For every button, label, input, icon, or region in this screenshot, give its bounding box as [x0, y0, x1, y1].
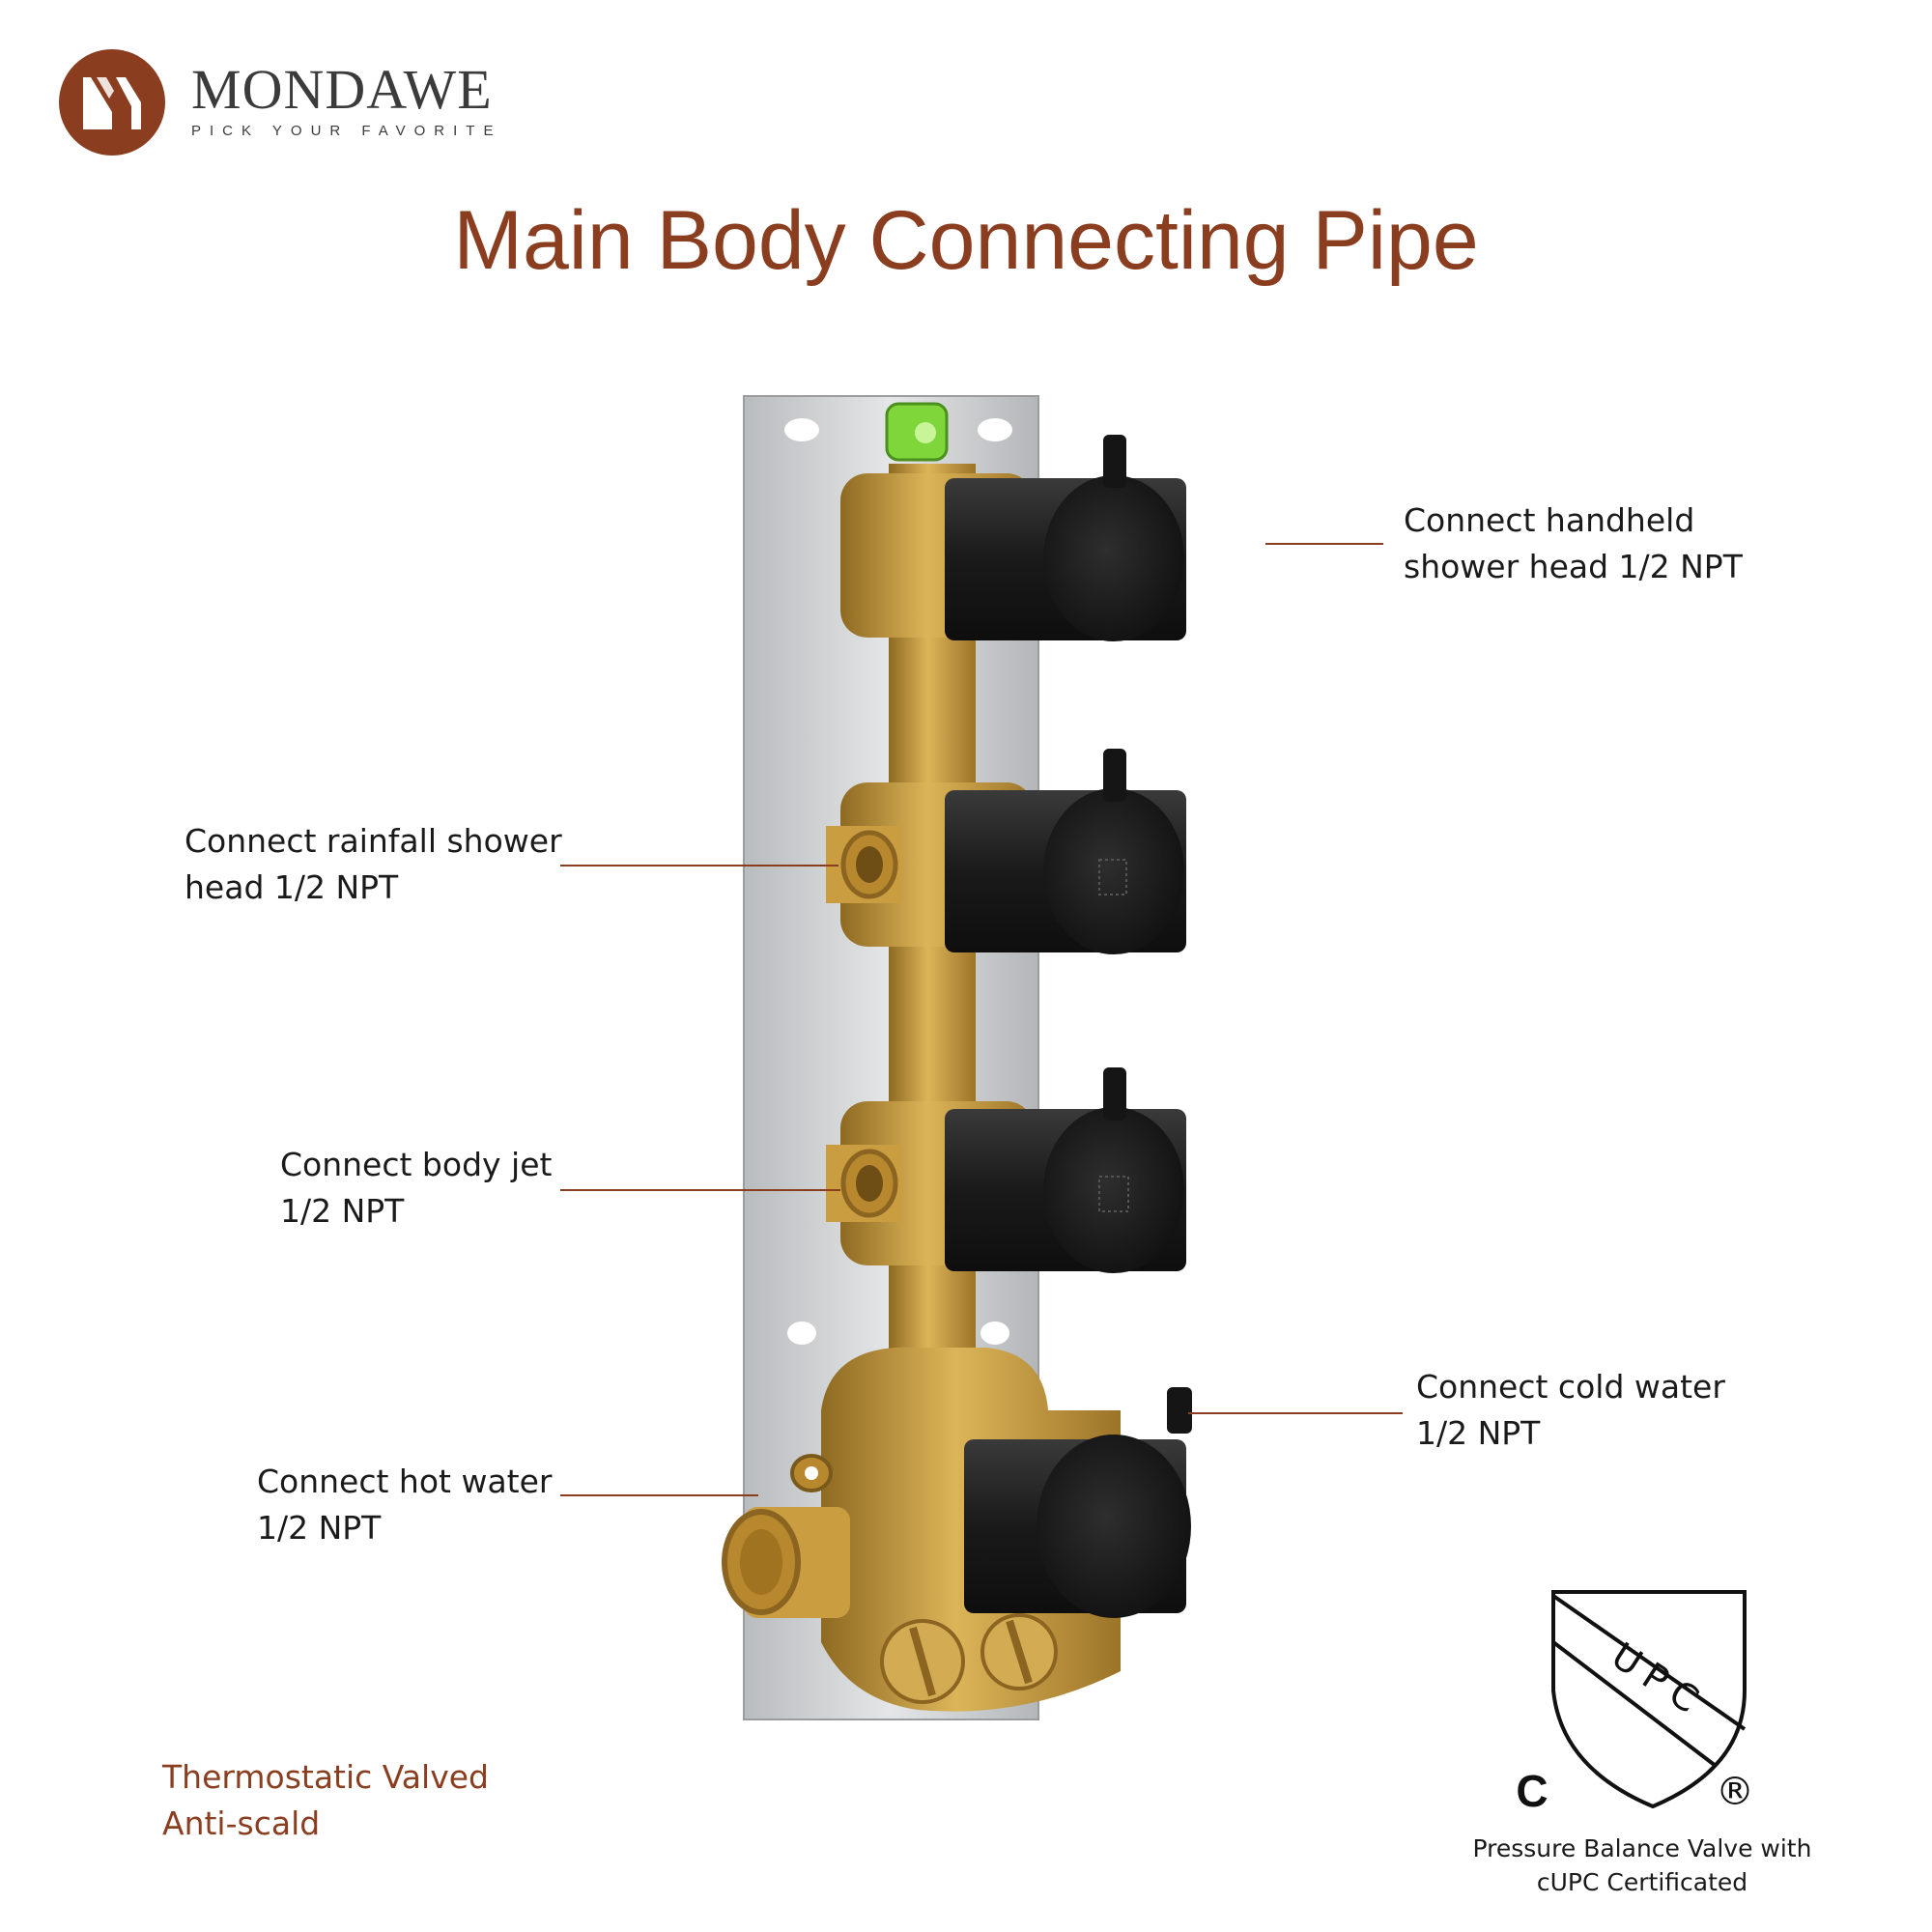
leader-line-rainfall — [560, 865, 838, 867]
cupc-certification-icon: UPC C ® — [1516, 1590, 1754, 1816]
cert-caption-line1: Pressure Balance Valve with — [1472, 1834, 1812, 1862]
callout-hot-line1: Connect hot water — [257, 1463, 553, 1500]
callout-bodyjet-line2: 1/2 NPT — [280, 1192, 405, 1230]
callout-rainfall: Connect rainfall shower head 1/2 NPT — [185, 818, 562, 911]
leader-line-bodyjet — [560, 1189, 840, 1191]
leader-line-handheld — [1265, 543, 1383, 545]
callout-hot-water: Connect hot water 1/2 NPT — [257, 1459, 553, 1551]
leader-line-hot — [560, 1494, 758, 1496]
callout-rainfall-line1: Connect rainfall shower — [185, 822, 562, 860]
shower-valve-illustration — [722, 395, 1192, 1720]
callout-hot-line2: 1/2 NPT — [257, 1509, 382, 1547]
callout-handheld-line1: Connect handheld — [1404, 501, 1695, 539]
feature-line1: Thermostatic Valved — [162, 1758, 489, 1796]
feature-line2: Anti-scald — [162, 1804, 321, 1842]
feature-note: Thermostatic Valved Anti-scald — [162, 1754, 489, 1847]
callout-bodyjet-line1: Connect body jet — [280, 1146, 553, 1183]
handle-thermostatic — [964, 1387, 1192, 1618]
callout-cold-water: Connect cold water 1/2 NPT — [1416, 1364, 1725, 1457]
handle-bodyjet — [945, 1067, 1186, 1273]
cert-caption: Pressure Balance Valve with cUPC Certifi… — [1430, 1832, 1855, 1899]
brand-name: MONDAWE — [191, 58, 493, 121]
callout-bodyjet: Connect body jet 1/2 NPT — [280, 1142, 552, 1235]
callout-handheld-line2: shower head 1/2 NPT — [1404, 548, 1743, 585]
callout-cold-line1: Connect cold water — [1416, 1368, 1725, 1406]
callout-cold-line2: 1/2 NPT — [1416, 1414, 1541, 1452]
cert-registered-text: ® — [1716, 1770, 1754, 1814]
handle-handheld — [945, 435, 1186, 641]
page-title: Main Body Connecting Pipe — [453, 194, 1479, 287]
brand-tagline: PICK YOUR FAVORITE — [191, 123, 502, 139]
callout-handheld: Connect handheld shower head 1/2 NPT — [1404, 497, 1743, 590]
callout-rainfall-line2: head 1/2 NPT — [185, 868, 399, 906]
leader-line-cold — [1188, 1412, 1403, 1414]
cert-c-text: C — [1516, 1766, 1548, 1816]
brand-logo-icon — [59, 49, 165, 156]
cert-caption-line2: cUPC Certificated — [1536, 1868, 1748, 1896]
handle-rainfall — [945, 749, 1186, 954]
